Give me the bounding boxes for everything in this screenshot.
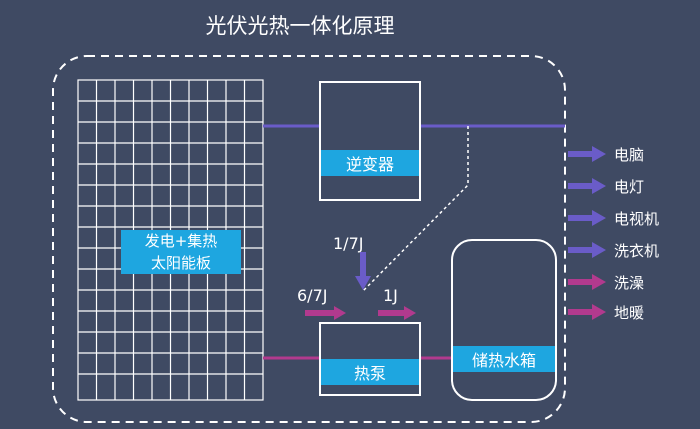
inverter-label: 逆变器 [321, 150, 419, 176]
tank-outline [451, 239, 557, 401]
arrow-right-icon [568, 178, 606, 194]
energy-label-output: 1J [383, 286, 398, 305]
solar-panel-grid [77, 79, 264, 401]
arrow-right-icon [568, 304, 606, 320]
energy-label-input-top: 1/7J [333, 234, 364, 253]
arrow-right-icon [568, 146, 606, 162]
page-title: 光伏光热一体化原理 [205, 14, 395, 38]
energy-arrow-out-icon [378, 306, 416, 320]
solar-panel-label-line2: 太阳能板 [150, 254, 211, 272]
power-feed-dashed-wire [361, 126, 469, 293]
system-boundary [52, 55, 566, 423]
energy-arrow-down-icon [355, 252, 371, 290]
energy-arrow-left-icon [305, 306, 346, 320]
arrow-right-icon [568, 210, 606, 226]
load-label: 电脑 [614, 145, 645, 164]
load-label: 地暖 [614, 303, 645, 322]
heat-pump-outline [319, 322, 421, 396]
load-label: 电视机 [614, 209, 660, 228]
arrow-right-icon [568, 242, 606, 258]
load-label: 洗衣机 [614, 241, 660, 260]
solar-panel-label-line1: 发电+集热 [144, 232, 218, 250]
load-item-computer: 电脑 [568, 144, 698, 164]
load-label: 电灯 [614, 177, 645, 196]
load-item-light: 电灯 [568, 176, 698, 196]
inverter-outline [319, 81, 421, 201]
energy-label-input-left: 6/7J [297, 286, 328, 305]
load-item-washer: 洗衣机 [568, 240, 698, 260]
tank-label: 储热水箱 [453, 346, 555, 372]
solar-panel-label: 发电+集热 太阳能板 [121, 230, 241, 274]
load-label: 洗澡 [614, 273, 645, 292]
arrow-right-icon [568, 274, 606, 290]
load-item-tv: 电视机 [568, 208, 698, 228]
load-item-shower: 洗澡 [568, 272, 698, 292]
heat-pump-label: 热泵 [321, 359, 419, 385]
load-item-floor-heating: 地暖 [568, 302, 698, 322]
